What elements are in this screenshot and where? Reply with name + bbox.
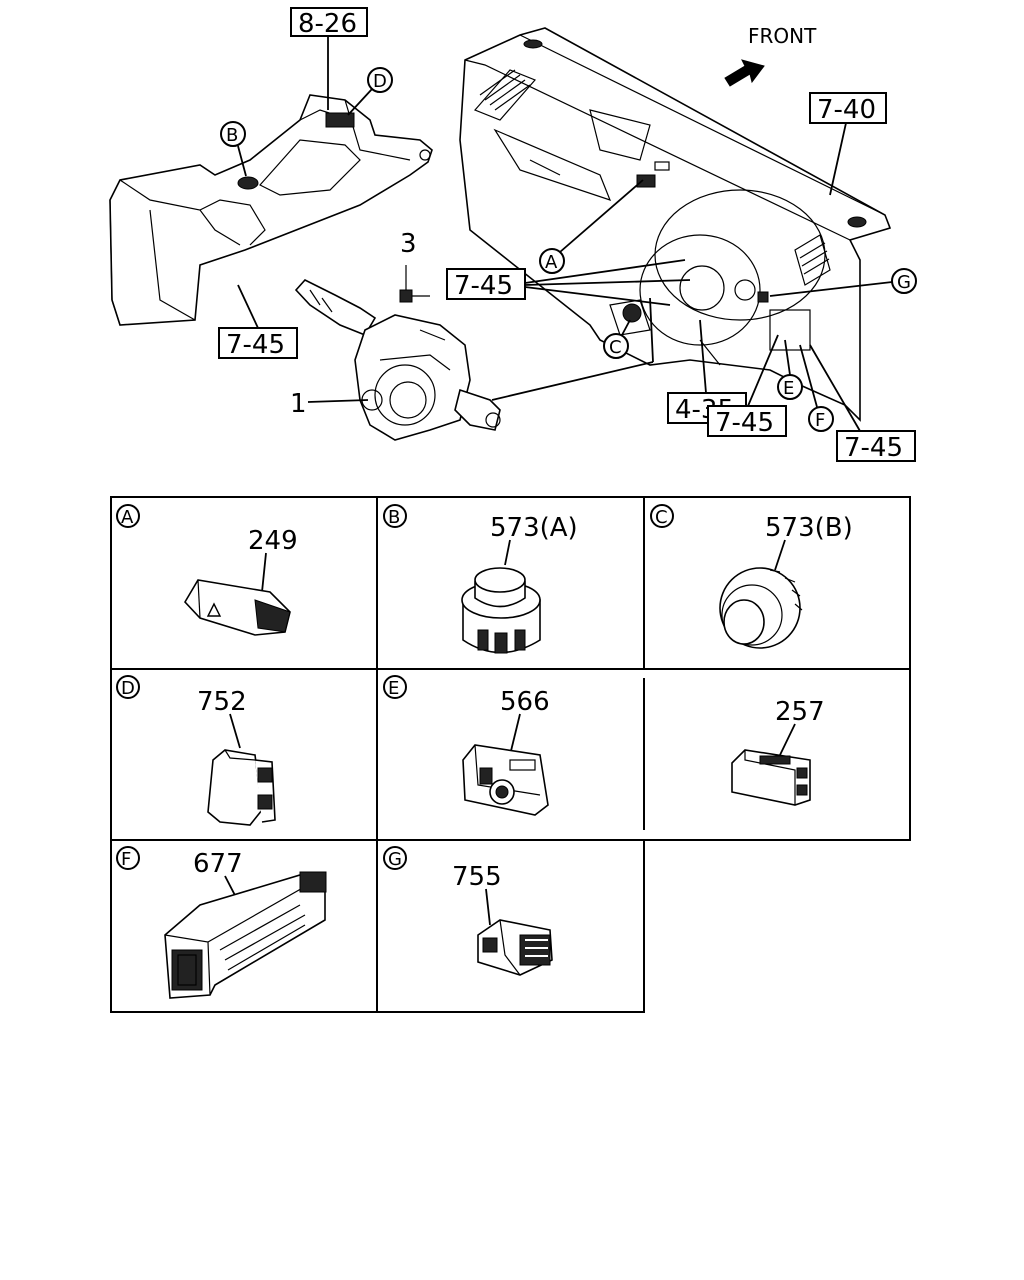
panel-a: A 249: [116, 504, 298, 636]
panel-g-part-number: 755: [452, 862, 502, 892]
svg-text:B: B: [388, 507, 400, 528]
svg-text:7-45: 7-45: [844, 433, 903, 463]
svg-text:7-45: 7-45: [715, 408, 774, 438]
panel-c-part-number: 573(B): [765, 513, 853, 543]
part-number-1: 1: [290, 389, 307, 419]
panel-257-part-number: 257: [775, 697, 825, 727]
part-number-3: 3: [400, 229, 417, 259]
panel-e-part-number: 566: [500, 687, 550, 717]
svg-text:F: F: [121, 849, 131, 870]
panel-d-part-number: 752: [197, 687, 247, 717]
switch-755-illustration: [477, 919, 553, 976]
svg-text:E: E: [783, 378, 794, 399]
callout-b: B: [220, 121, 247, 177]
switch-257-illustration: [731, 749, 811, 806]
panel-g: G 755: [383, 846, 553, 976]
callout-g: G: [769, 268, 917, 297]
callout-d: D: [347, 67, 393, 116]
svg-text:8-26: 8-26: [298, 9, 357, 39]
knob-a-illustration: [461, 567, 541, 654]
ref-box-7-45-console: 7-45: [218, 284, 298, 360]
panel-c: C 573(B): [650, 504, 853, 649]
ref-box-8-26: 8-26: [290, 7, 368, 110]
callout-f: F: [799, 344, 834, 432]
front-arrow: [724, 59, 765, 87]
svg-text:G: G: [388, 849, 402, 870]
svg-text:B: B: [226, 125, 238, 146]
svg-text:C: C: [609, 337, 622, 358]
svg-text:7-45: 7-45: [226, 330, 285, 360]
switch-566-illustration: [462, 744, 549, 816]
ref-box-7-45-lower: 7-45: [707, 334, 787, 438]
callout-c: C: [603, 319, 631, 359]
screw-illustration: [399, 265, 430, 303]
svg-text:D: D: [373, 71, 387, 92]
panel-b: B 573(A): [383, 504, 578, 654]
svg-text:A: A: [121, 507, 134, 528]
panel-b-part-number: 573(A): [490, 513, 578, 543]
svg-text:F: F: [815, 410, 825, 431]
panel-a-part-number: 249: [248, 526, 298, 556]
svg-text:A: A: [545, 252, 558, 273]
callout-e: E: [777, 339, 803, 400]
svg-text:7-40: 7-40: [817, 95, 876, 125]
detail-grid: [110, 496, 911, 1013]
dashboard-illustration: [459, 27, 892, 422]
panel-257: 257: [731, 697, 825, 806]
svg-text:C: C: [655, 507, 668, 528]
svg-text:G: G: [897, 272, 911, 293]
switch-677-illustration: [164, 871, 327, 999]
combination-switch-illustration: [294, 279, 501, 441]
ref-box-7-45-dash: 7-45: [446, 259, 691, 306]
switch-752-illustration: [207, 749, 276, 826]
panel-f: F 677: [116, 846, 327, 999]
center-console-illustration: [109, 94, 433, 326]
panel-e: E 566: [383, 675, 550, 816]
panel-f-part-number: 677: [193, 849, 243, 879]
svg-text:D: D: [121, 678, 135, 699]
ref-box-7-40: 7-40: [809, 92, 887, 196]
svg-text:E: E: [388, 678, 399, 699]
callout-a: A: [539, 179, 644, 274]
hazard-switch-illustration: [184, 579, 291, 636]
panel-d: D 752: [116, 675, 276, 826]
svg-text:7-45: 7-45: [454, 271, 513, 301]
knob-b-illustration: [719, 567, 803, 649]
front-label: FRONT: [748, 24, 817, 48]
ref-box-7-45-right: 7-45: [809, 344, 916, 463]
